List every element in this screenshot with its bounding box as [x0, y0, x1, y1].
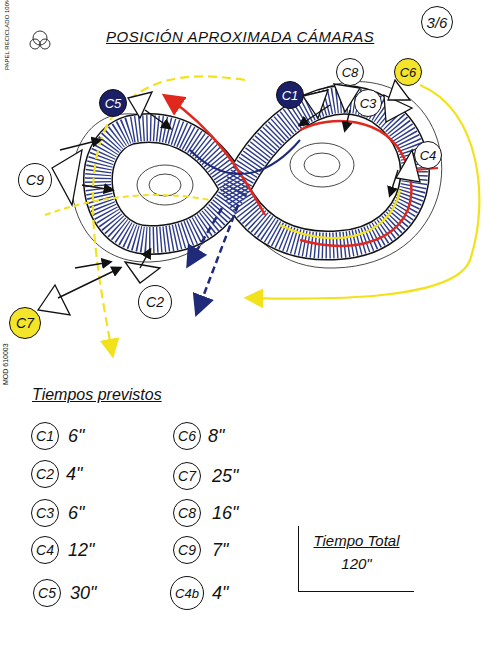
camera-circle: C6	[173, 422, 201, 450]
camera-circle: C7	[9, 307, 41, 339]
time-value: 30"	[70, 583, 96, 604]
time-value: 25"	[212, 466, 238, 487]
time-value: 12"	[68, 540, 94, 561]
node-label: C4	[36, 542, 54, 558]
camera-circle: C5	[33, 579, 61, 607]
node-label: C6	[400, 65, 417, 80]
camera-circle: C6	[394, 58, 422, 86]
node-label: C1	[36, 428, 54, 444]
node-label: C4	[420, 148, 437, 163]
node-label: C2	[146, 294, 164, 310]
node-label: C3	[360, 96, 377, 111]
camera-circle: C7	[173, 462, 201, 490]
section-heading: Tiempos previstos	[32, 386, 162, 404]
total-box: Tiempo Total 120"	[298, 526, 414, 592]
node-label: C8	[342, 65, 359, 80]
node-label: C8	[178, 505, 196, 521]
node-label: C9	[178, 542, 196, 558]
node-label: C5	[38, 585, 56, 601]
camera-circle: C1	[276, 81, 304, 109]
camera-circle: C2	[138, 285, 172, 319]
node-label: C7	[16, 315, 34, 331]
time-value: 7"	[212, 540, 228, 561]
node-label: Tiempo Total	[313, 532, 399, 549]
camera-arrow	[58, 105, 398, 298]
node-label: C7	[178, 468, 196, 484]
time-value: 6"	[68, 426, 84, 447]
camera-path	[45, 76, 479, 352]
camera-circle: C4	[414, 141, 442, 169]
form-code: MOD 610003	[2, 343, 9, 385]
camera-circle: C8	[336, 58, 364, 86]
recycle-logo	[30, 31, 50, 49]
camera-circle: C5	[99, 89, 127, 117]
camera-circle: C4	[31, 536, 59, 564]
node-label: C5	[105, 96, 122, 111]
node-label: C4b	[175, 586, 199, 601]
camera-circle: C9	[173, 536, 201, 564]
camera-circle: C2	[31, 460, 59, 488]
node-label: C6	[178, 428, 196, 444]
camera-circle: 3/6	[421, 6, 453, 38]
camera-circle: C1	[31, 422, 59, 450]
camera-circle: C3	[31, 499, 59, 527]
node-value: 120"	[341, 555, 371, 572]
node-label: C9	[26, 172, 44, 188]
node-label: C1	[282, 88, 299, 103]
camera-circle: C9	[18, 163, 52, 197]
figure-eight-track	[98, 100, 415, 246]
camera-view	[38, 80, 420, 315]
camera-circle: C3	[354, 89, 382, 117]
node-label: C3	[36, 505, 54, 521]
diagram-title: POSICIÓN APROXIMADA CÁMARAS	[106, 28, 374, 45]
node-label: C2	[36, 466, 54, 482]
time-value: 8"	[208, 426, 224, 447]
paper-mark: PAPEL RECICLADO 100%	[4, 0, 10, 70]
time-value: 4"	[66, 464, 82, 485]
time-value: 16"	[212, 503, 238, 524]
camera-circle: C4b	[170, 576, 204, 610]
camera-circle: C8	[173, 499, 201, 527]
time-value: 6"	[68, 503, 84, 524]
node-label: 3/6	[427, 14, 448, 31]
terrain-contour	[72, 82, 442, 269]
time-value: 4"	[212, 583, 228, 604]
